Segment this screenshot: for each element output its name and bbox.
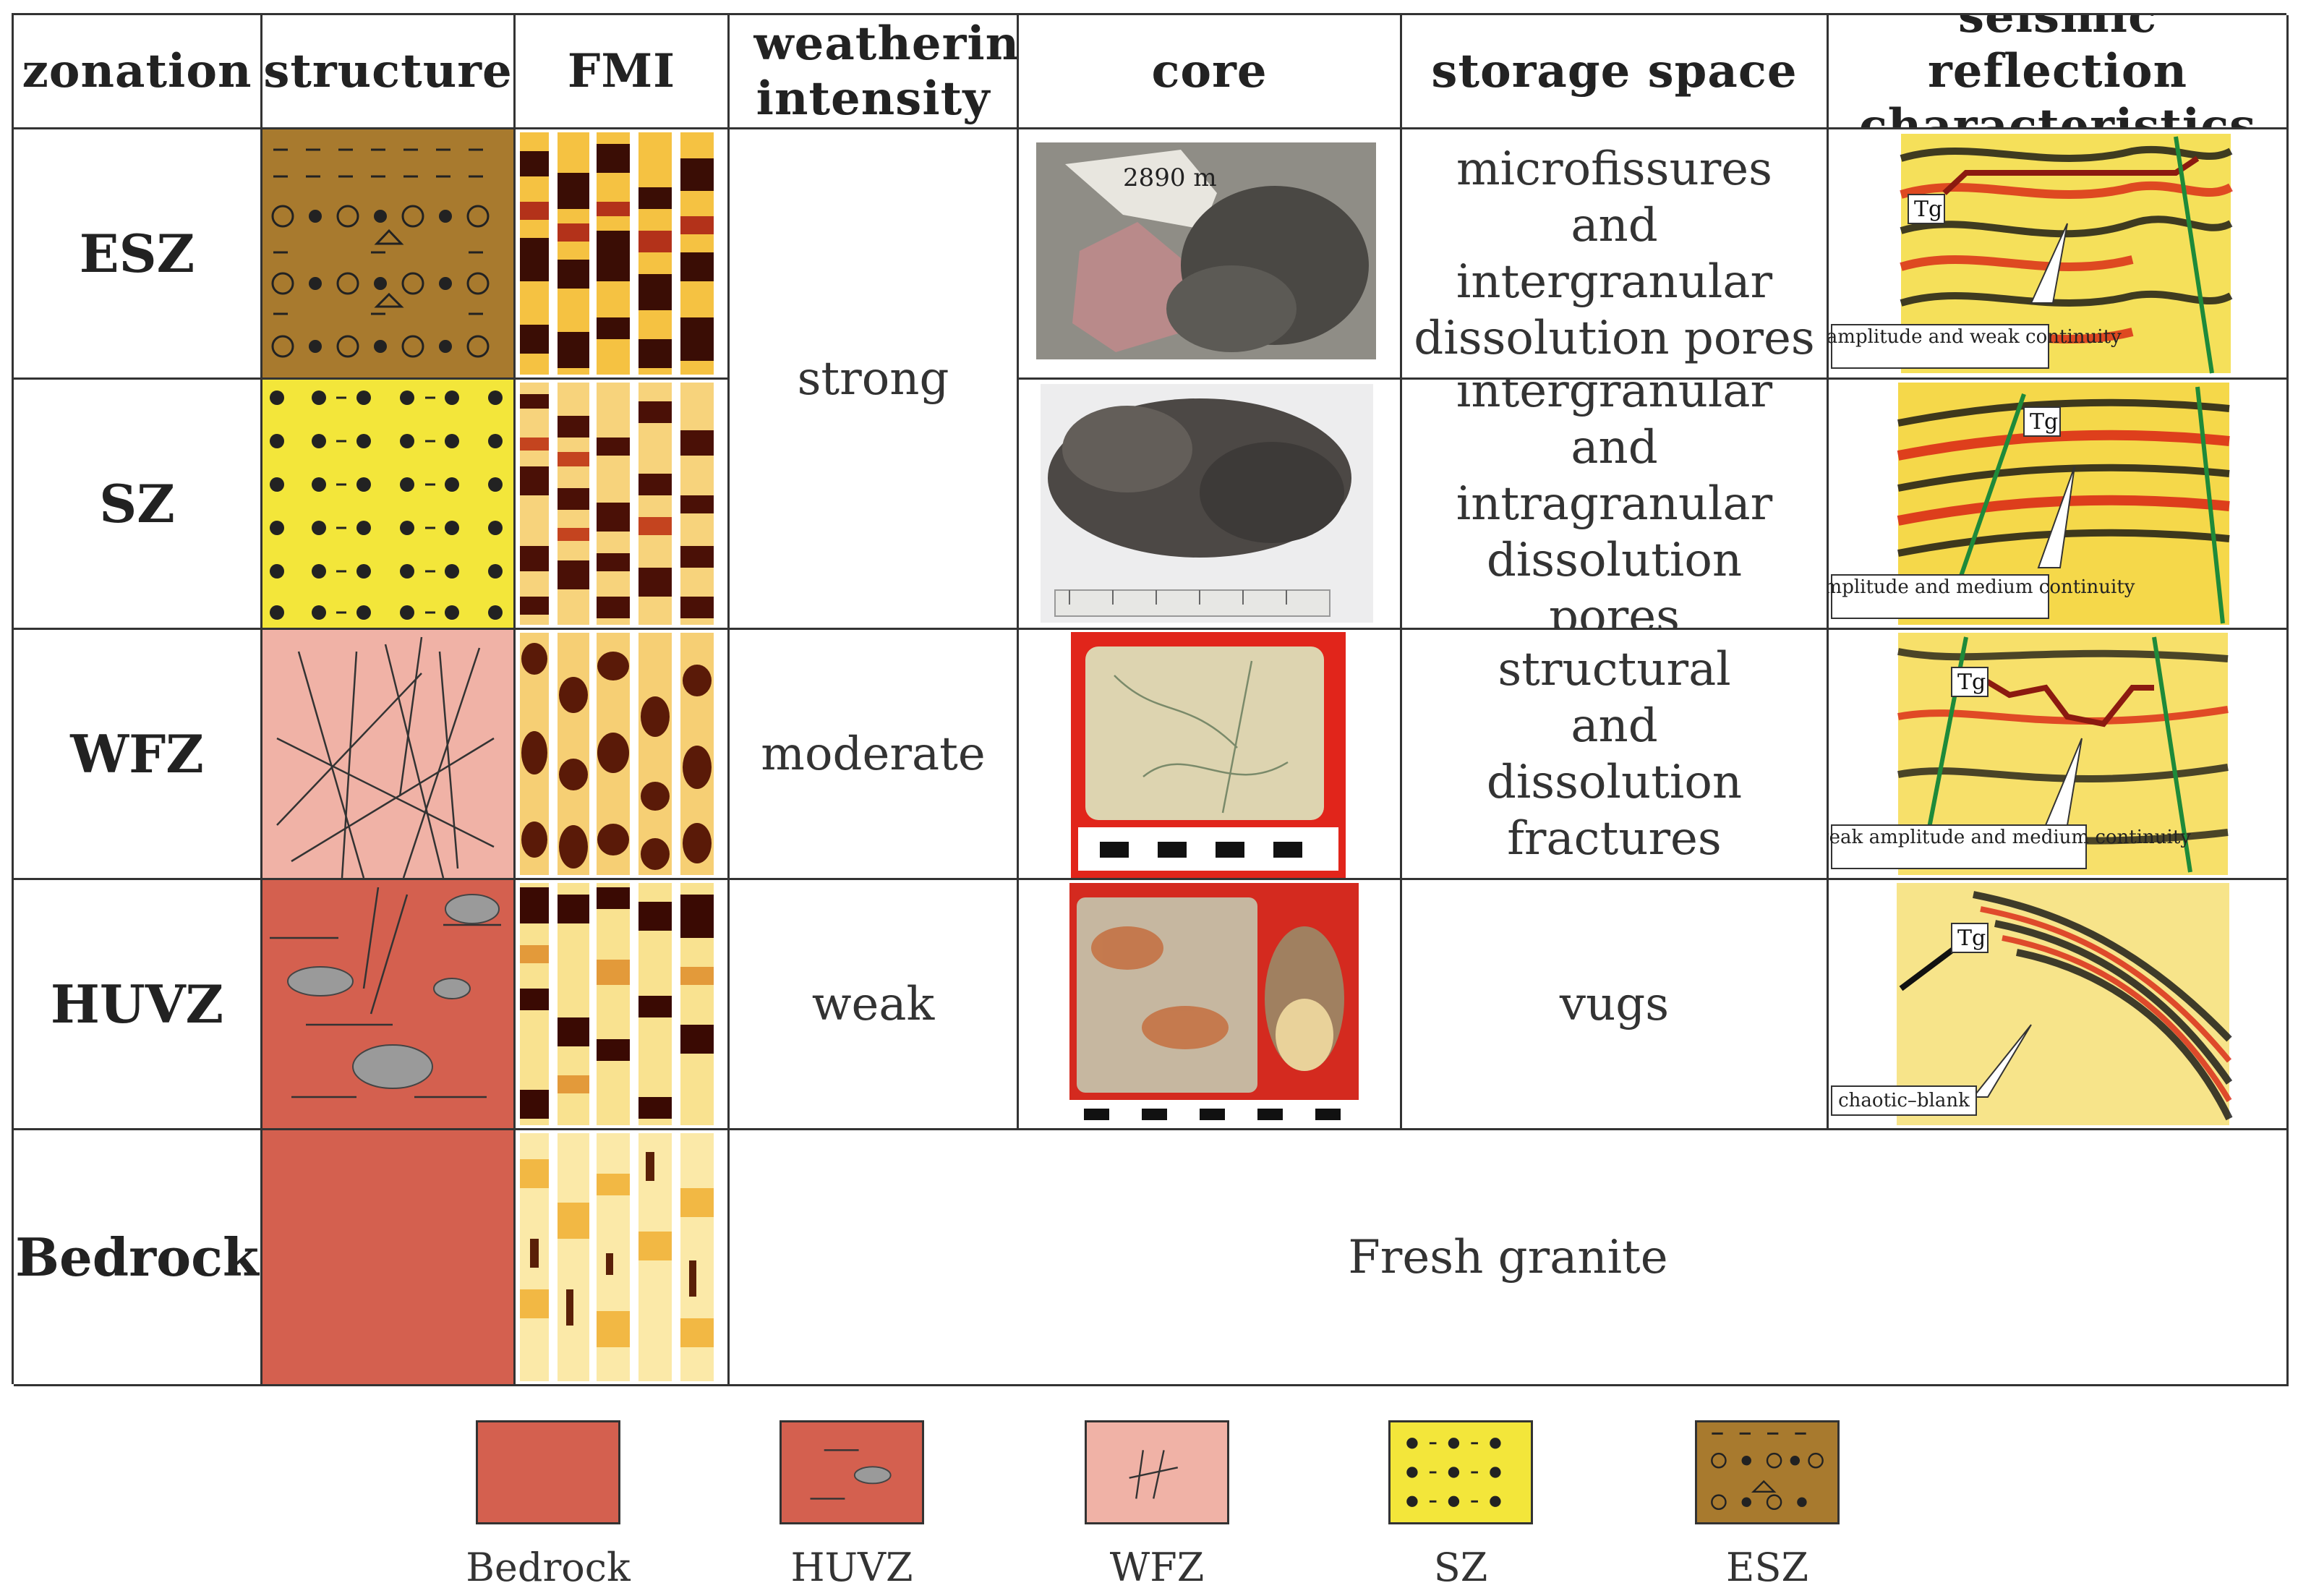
weathering-strong: strong: [730, 129, 1019, 630]
storage-sz: intergranular and intragranular dissolut…: [1402, 380, 1829, 630]
structure-wfz: [262, 630, 516, 880]
storage-esz: microfissures and intergranular dissolut…: [1402, 129, 1829, 380]
core-photo-esz: 2890 m: [1019, 129, 1402, 380]
structure-huvz: [262, 880, 516, 1130]
svg-text:2890 m: 2890 m: [1123, 163, 1217, 192]
zone-wfz: WFZ: [14, 630, 262, 880]
core-photo-wfz: [1019, 630, 1402, 880]
legend-label-bedrock: Bedrock: [466, 1545, 631, 1590]
storage-wfz: structural and dissolution fractures: [1402, 630, 1829, 880]
storage-huvz: vugs: [1402, 880, 1829, 1130]
fmi-image-sz: [516, 380, 730, 630]
seismic-sz: Tg strong amplitude and medium continuit…: [1829, 380, 2289, 630]
legend-swatch-huvz: [779, 1420, 924, 1524]
header-zonation: zonation: [14, 15, 262, 129]
esz-pattern: [262, 129, 513, 377]
zone-sz: SZ: [14, 380, 262, 630]
structure-esz: [262, 129, 516, 380]
bedrock-note: Fresh granite: [730, 1130, 2289, 1386]
core-photo-sz: [1019, 380, 1402, 630]
zone-huvz: HUVZ: [14, 880, 262, 1130]
seismic-note-wfz: medium–weak amplitude and medium continu…: [1829, 827, 2191, 848]
legend: Bedrock HUVZ WFZ SZ ESZ: [12, 1384, 2286, 1596]
legend-swatch-wfz: [1085, 1420, 1229, 1524]
legend-label-esz: ESZ: [1726, 1545, 1808, 1590]
svg-text:Tg: Tg: [1957, 670, 1986, 695]
header-core: core: [1019, 15, 1402, 129]
legend-label-huvz: HUVZ: [790, 1545, 913, 1590]
wfz-pattern: [262, 630, 513, 878]
legend-swatch-sz: [1388, 1420, 1533, 1524]
seismic-huvz: Tg chaotic–blank: [1829, 880, 2289, 1130]
fmi-image-esz: [516, 129, 730, 380]
header-weathering: weathering intensity: [730, 15, 1019, 129]
legend-swatch-esz: [1695, 1420, 1840, 1524]
fmi-image-wfz: [516, 630, 730, 880]
structure-bedrock: [262, 1130, 516, 1386]
seismic-note-esz: strong amplitude and weak continuity: [1829, 326, 2122, 348]
svg-text:Tg: Tg: [1914, 197, 1942, 222]
weathering-weak: weak: [730, 880, 1019, 1130]
zone-bedrock: Bedrock: [14, 1130, 262, 1386]
svg-text:Tg: Tg: [2030, 409, 2058, 435]
header-structure: structure: [262, 15, 516, 129]
seismic-esz: Tg strong amplitude and weak continuity: [1829, 129, 2289, 380]
fmi-image-huvz: [516, 880, 730, 1130]
legend-label-wfz: WFZ: [1109, 1545, 1205, 1590]
seismic-wfz: Tg medium–weak amplitude and medium cont…: [1829, 630, 2289, 880]
sz-pattern: [262, 380, 513, 628]
header-fmi: FMI: [516, 15, 730, 129]
seismic-note-sz: strong amplitude and medium continuity: [1829, 576, 2135, 598]
core-photo-huvz: [1019, 880, 1402, 1130]
zonation-table: zonation structure FMI weathering intens…: [12, 13, 2289, 1386]
zone-esz: ESZ: [14, 129, 262, 380]
weathering-moderate: moderate: [730, 630, 1019, 880]
huvz-pattern: [262, 880, 513, 1128]
fmi-image-bedrock: [516, 1130, 730, 1386]
svg-text:Tg: Tg: [1957, 926, 1986, 951]
header-seismic: seismic reflection characteristics: [1829, 15, 2289, 129]
header-storage: storage space: [1402, 15, 1829, 129]
legend-swatch-bedrock: [476, 1420, 620, 1524]
structure-sz: [262, 380, 516, 630]
legend-label-sz: SZ: [1433, 1545, 1488, 1590]
seismic-note-huvz: chaotic–blank: [1838, 1090, 1970, 1111]
